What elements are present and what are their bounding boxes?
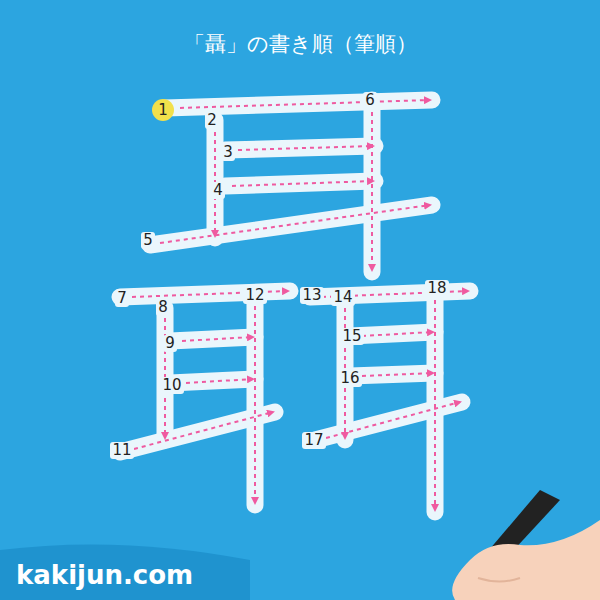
stroke-number: 3 bbox=[221, 144, 235, 161]
stroke-number: 13 bbox=[300, 287, 323, 304]
stroke-number: 2 bbox=[205, 112, 219, 129]
stroke-number: 15 bbox=[340, 328, 363, 345]
stroke-number: 4 bbox=[211, 182, 225, 199]
stroke-number: 5 bbox=[141, 232, 155, 249]
stroke-number: 9 bbox=[163, 335, 177, 352]
stroke-number: 8 bbox=[156, 299, 170, 316]
stroke-number: 14 bbox=[331, 289, 354, 306]
stroke-number: 18 bbox=[425, 280, 448, 297]
site-logo: kakijun.com bbox=[16, 560, 193, 590]
stroke-number: 7 bbox=[115, 290, 129, 307]
stroke-number: 6 bbox=[363, 92, 377, 109]
stroke-number: 1 bbox=[156, 102, 170, 119]
stroke-number: 16 bbox=[338, 370, 361, 387]
stroke-number: 10 bbox=[160, 377, 183, 394]
stroke-number: 12 bbox=[243, 287, 266, 304]
stroke-number: 11 bbox=[110, 442, 133, 459]
page-title: 「聶」の書き順（筆順） bbox=[0, 30, 600, 58]
stroke-number: 17 bbox=[302, 432, 325, 449]
